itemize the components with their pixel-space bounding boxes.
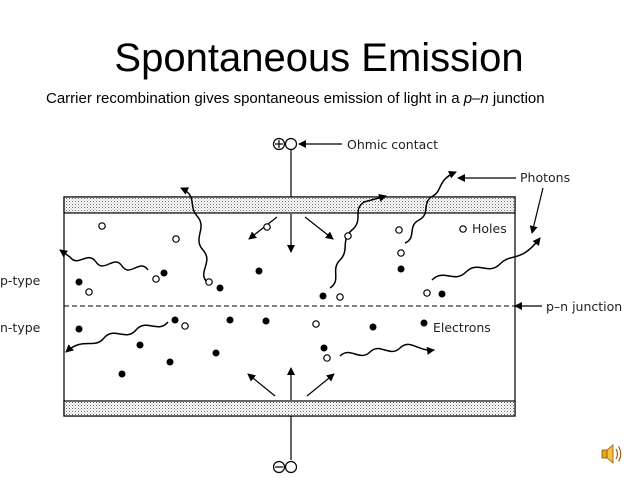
hole — [263, 223, 271, 231]
hole — [336, 293, 344, 301]
electron — [160, 269, 168, 277]
slide-subtitle: Carrier recombination gives spontaneous … — [46, 90, 545, 107]
photon-6 — [65, 321, 169, 353]
slide-title: Spontaneous Emission — [114, 36, 524, 80]
electron — [420, 319, 428, 327]
photon-5 — [431, 237, 541, 281]
subtitle-junction: junction — [488, 90, 545, 107]
hole — [344, 232, 352, 240]
electron — [75, 278, 83, 286]
photon-3 — [329, 193, 387, 289]
label-photons: Photons — [520, 170, 570, 185]
electron — [226, 316, 234, 324]
electron — [369, 323, 377, 331]
electron — [136, 341, 144, 349]
electron — [216, 284, 224, 292]
hole — [98, 222, 106, 230]
label-ohmic-contact: Ohmic contact — [347, 137, 438, 152]
hole — [172, 235, 180, 243]
holes-legend-marker — [459, 225, 467, 233]
photon-1 — [59, 249, 149, 271]
label-arrows — [298, 140, 544, 310]
hole — [323, 354, 331, 362]
speaker-icon[interactable] — [601, 444, 622, 464]
hole — [312, 320, 320, 328]
hole — [423, 289, 431, 297]
hole — [181, 322, 189, 330]
label-n-type: n-type — [0, 320, 41, 335]
hole — [205, 278, 213, 286]
electron — [212, 349, 220, 357]
bottom-contact-layer — [63, 400, 516, 417]
electron — [171, 316, 179, 324]
electrons — [75, 265, 446, 378]
electron — [319, 292, 327, 300]
label-p-type: p-type — [0, 273, 41, 288]
electron — [320, 344, 328, 352]
holes — [85, 222, 431, 362]
electron — [166, 358, 174, 366]
hole — [152, 275, 160, 283]
bottom-contact-symbol — [272, 460, 298, 474]
electron — [262, 317, 270, 325]
hole — [395, 226, 403, 234]
label-pn-junction: p–n junction — [546, 299, 622, 314]
hole — [397, 249, 405, 257]
photon-4 — [404, 171, 457, 244]
photon-2 — [180, 187, 208, 283]
electron — [397, 265, 405, 273]
electron — [118, 370, 126, 378]
label-electrons: Electrons — [433, 320, 491, 335]
hole — [85, 288, 93, 296]
subtitle-text: Carrier recombination gives spontaneous … — [46, 90, 464, 107]
photon-arrows — [59, 171, 541, 357]
subtitle-pn: p–n — [463, 90, 489, 107]
photon-7 — [339, 343, 435, 357]
electron — [255, 267, 263, 275]
current-arrows — [247, 214, 335, 400]
label-holes: Holes — [472, 221, 507, 236]
electron — [438, 290, 446, 298]
electron — [75, 325, 83, 333]
top-contact-symbol — [272, 137, 298, 151]
top-contact-layer — [63, 196, 516, 214]
